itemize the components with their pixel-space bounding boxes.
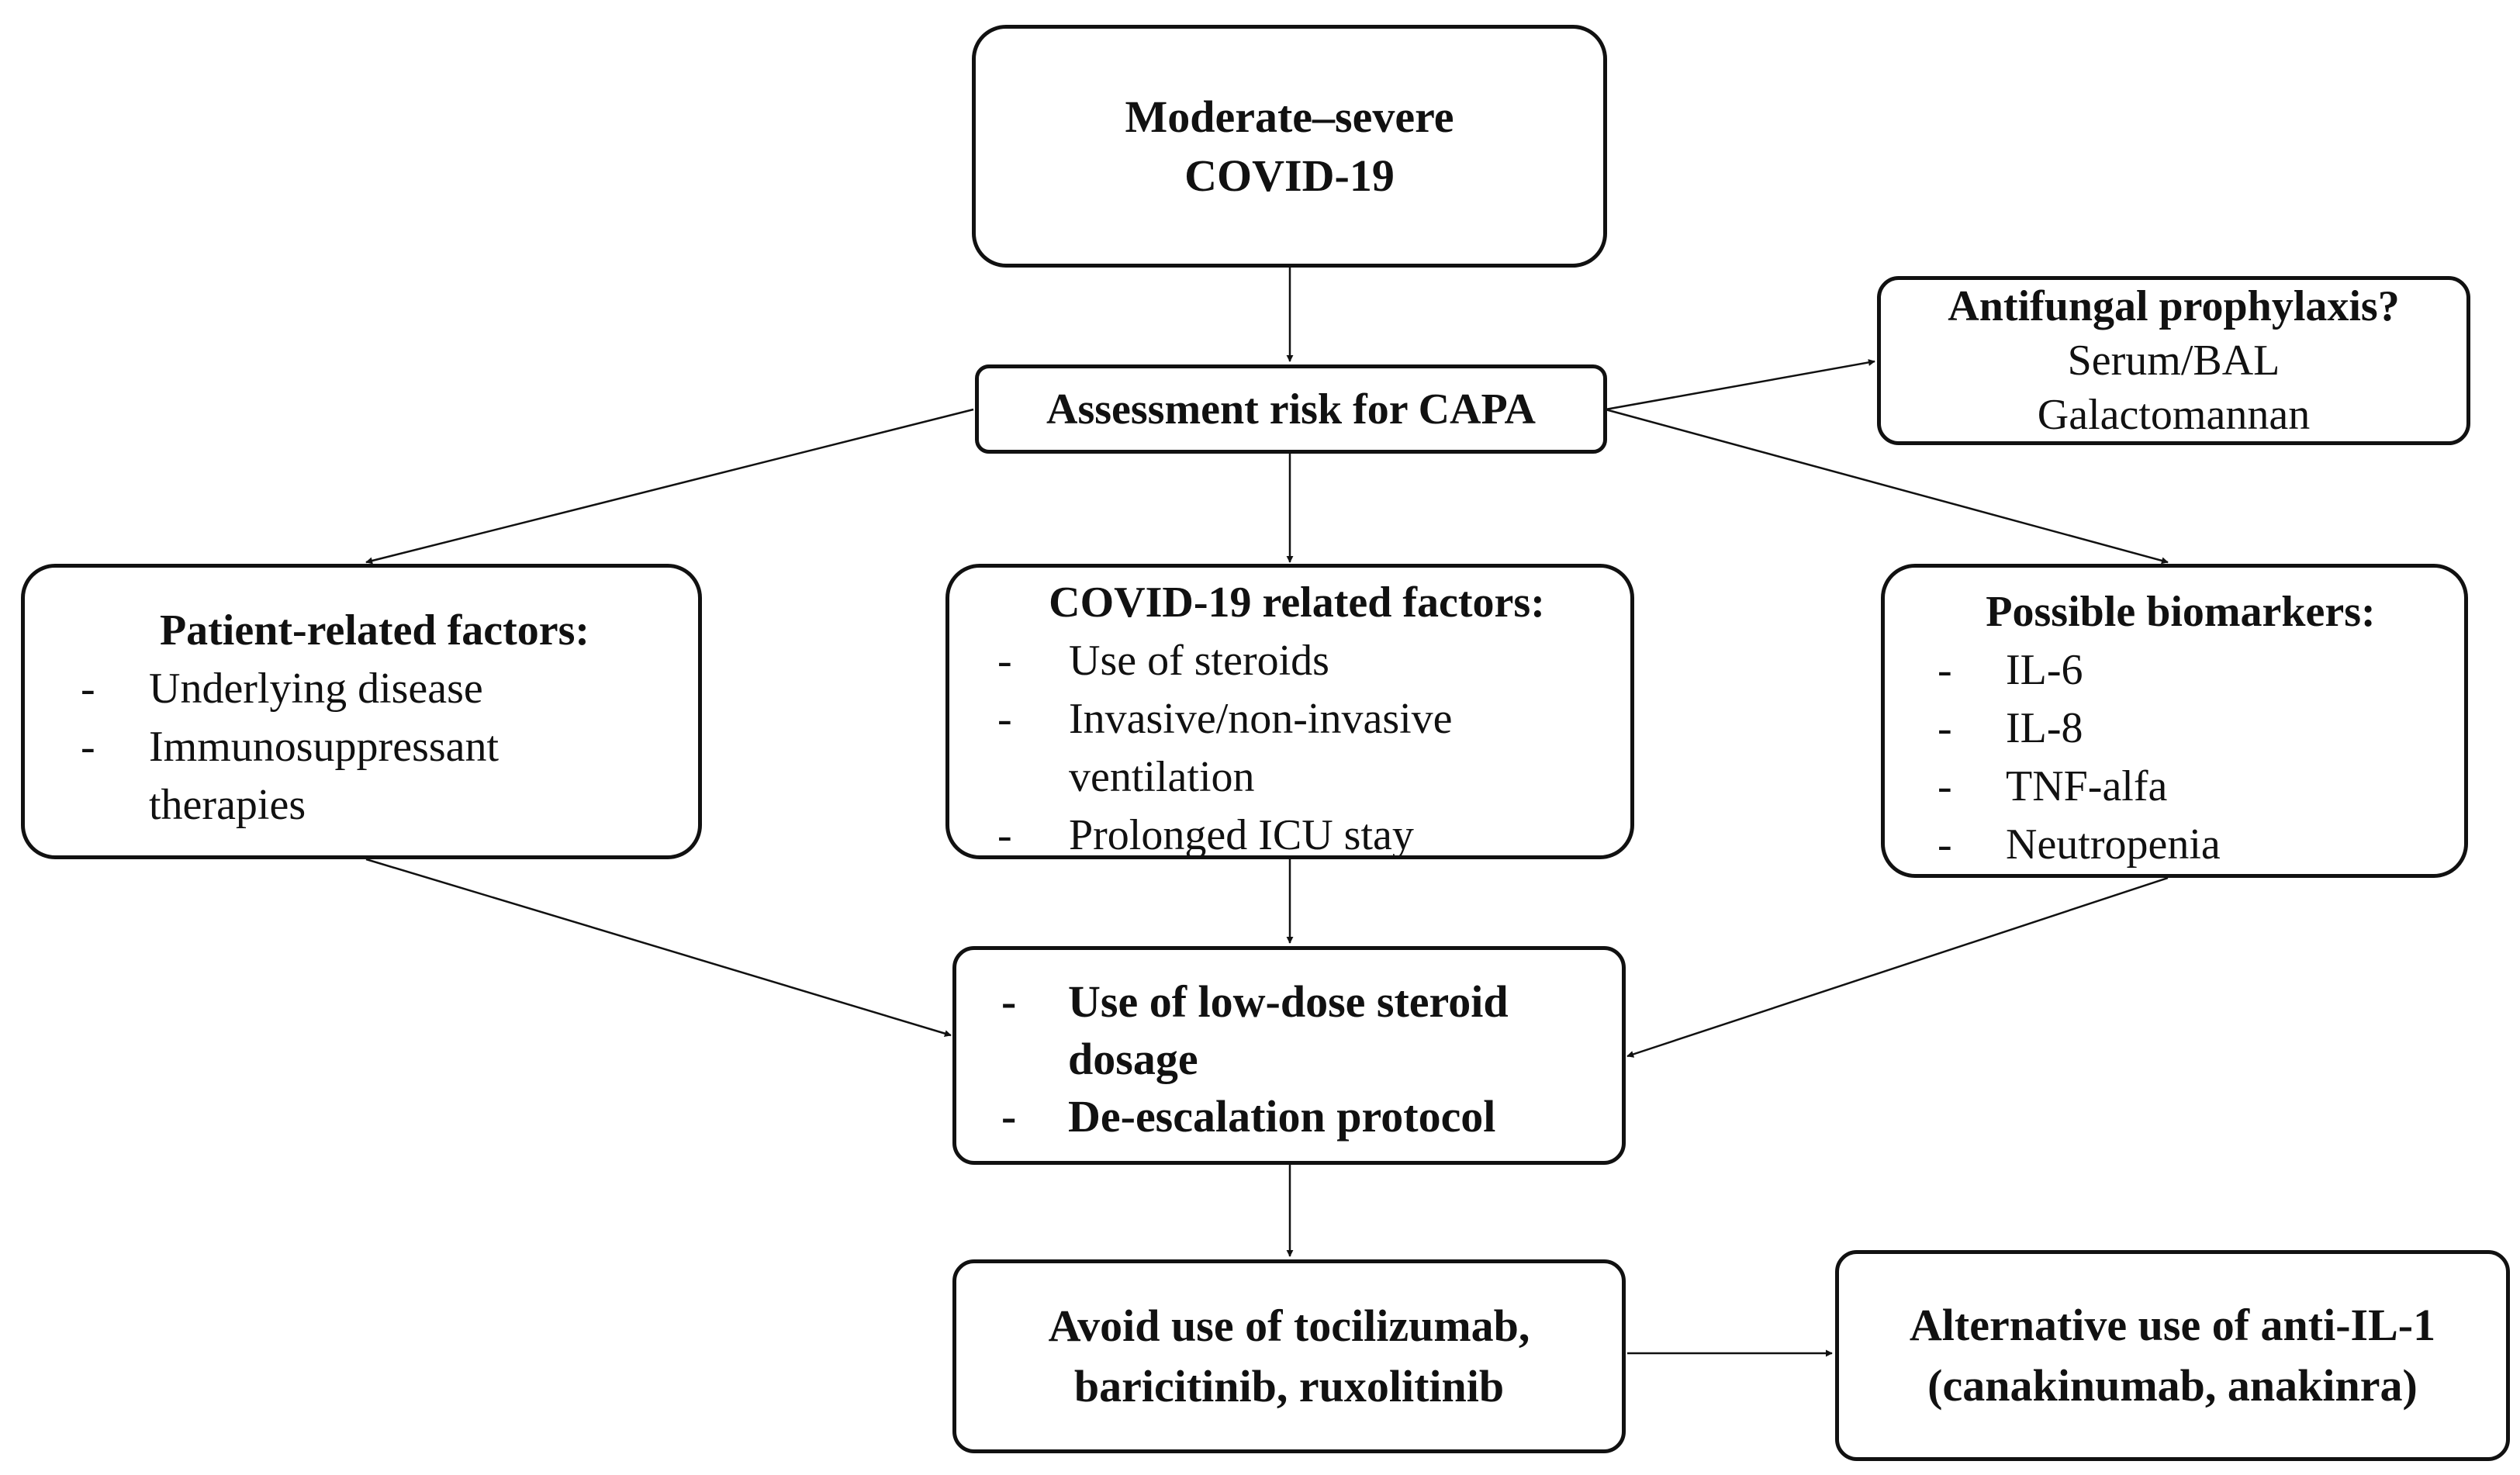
assessment-label: Assessment risk for CAPA (1046, 385, 1536, 434)
list-item: - TNF-alfa (1938, 762, 2168, 810)
list-item: - Prolonged ICU stay (997, 811, 1414, 859)
list-item: - Underlying disease (81, 665, 483, 713)
arrow-biomarkers-to-steroid (1626, 876, 2169, 1058)
list-item: - Invasive/non-invasive ventilation (997, 695, 1453, 801)
arrow-assessment-to-patient (365, 408, 974, 565)
alternative-line2: (canakinumab, anakinra) (1927, 1360, 2418, 1411)
list-item: - IL-6 (1938, 646, 2083, 694)
list-item: - IL-8 (1938, 704, 2083, 752)
steroid-node: - Use of low-dose steroid dosage - De-es… (952, 946, 1626, 1165)
patient-factors-node: Patient-related factors: - Underlying di… (21, 564, 702, 859)
list-item: - Use of steroids (997, 637, 1329, 685)
start-line2: COVID-19 (1184, 150, 1395, 201)
antifungal-node: Antifungal prophylaxis? Serum/BAL Galact… (1877, 276, 2470, 445)
antifungal-title: Antifungal prophylaxis? (1948, 282, 2400, 330)
antifungal-line1: Serum/BAL (2067, 337, 2280, 385)
avoid-line1: Avoid use of tocilizumab, (1048, 1301, 1530, 1351)
patient-factors-list: - Underlying disease - Immunosuppressant… (81, 660, 675, 834)
arrow-assessment-to-biomarkers (1605, 408, 2169, 565)
avoid-node: Avoid use of tocilizumab, baricitinib, r… (952, 1259, 1626, 1453)
biomarkers-list: - IL-6 - IL-8 - TNF-alfa - Neutropenia (1938, 641, 2449, 874)
list-item: - De-escalation protocol (1001, 1091, 1496, 1142)
alternative-line1: Alternative use of anti-IL-1 (1909, 1300, 2436, 1350)
assessment-node: Assessment risk for CAPA (975, 364, 1607, 454)
list-item: - Neutropenia (1938, 820, 2221, 869)
arrow-patient-to-steroid (365, 858, 952, 1037)
arrow-assessment-to-antifungal (1605, 358, 1875, 411)
antifungal-line2: Galactomannan (2037, 391, 2311, 439)
start-node: Moderate–severe COVID-19 (972, 25, 1607, 268)
avoid-line2: baricitinib, ruxolitinib (1073, 1361, 1505, 1411)
patient-factors-title: Patient-related factors: (159, 606, 590, 655)
biomarkers-node: Possible biomarkers: - IL-6 - IL-8 - TNF… (1881, 564, 2468, 878)
covid-factors-node: COVID-19 related factors: - Use of stero… (945, 564, 1634, 859)
biomarkers-title: Possible biomarkers: (1986, 588, 2376, 636)
steroid-list: - Use of low-dose steroid dosage - De-es… (1001, 973, 1606, 1145)
start-line1: Moderate–severe (1125, 91, 1454, 142)
covid-factors-list: - Use of steroids - Invasive/non-invasiv… (997, 632, 1615, 865)
alternative-node: Alternative use of anti-IL-1 (canakinuma… (1835, 1250, 2510, 1461)
list-item: - Use of low-dose steroid dosage (1001, 976, 1509, 1084)
list-item: - Immunosuppressant therapies (81, 723, 500, 829)
covid-factors-title: COVID-19 related factors: (1049, 579, 1545, 627)
